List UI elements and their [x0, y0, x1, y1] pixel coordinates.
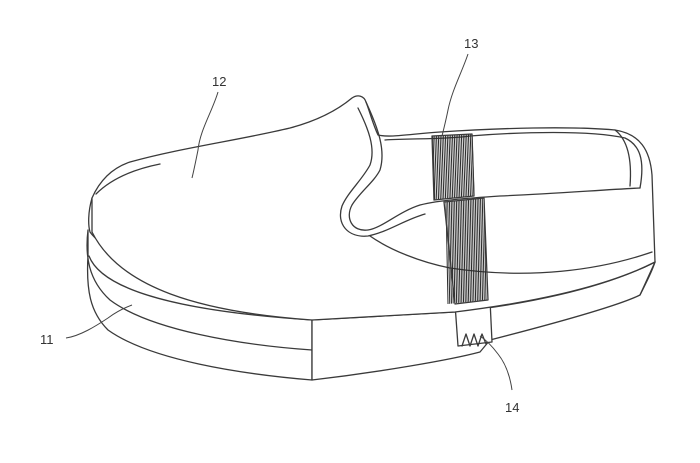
connector-zigzag	[461, 333, 487, 347]
sole-heel-end	[639, 261, 656, 296]
band-stripe	[441, 135, 445, 200]
band-stripe	[448, 135, 452, 199]
band-stripe	[481, 198, 485, 301]
leader-line-13	[441, 53, 469, 137]
band-stripe	[457, 134, 461, 198]
band-stripe	[454, 201, 458, 304]
leader-line-14	[479, 335, 513, 391]
band-stripe	[462, 134, 466, 197]
upper-toe-seam	[95, 163, 161, 195]
band-stripe	[467, 134, 471, 197]
band-stripe	[448, 201, 452, 304]
band-stripe	[432, 135, 436, 201]
band-stripe	[455, 200, 459, 303]
band-stripe	[455, 134, 459, 198]
band-stripe	[452, 134, 455, 199]
upper-body	[91, 95, 656, 321]
upper-collar-opening	[348, 101, 641, 231]
band-stripe	[452, 201, 456, 304]
upper-lining	[384, 131, 643, 189]
upper-heel-counter	[614, 129, 632, 187]
band-stripe	[453, 134, 457, 198]
leader-line-11	[65, 304, 133, 339]
band-stripe	[443, 135, 447, 199]
elastic-band-outline-lower	[443, 197, 489, 305]
label-13: 13	[464, 36, 478, 51]
band-stripe	[462, 200, 466, 303]
band-stripe	[439, 135, 443, 200]
label-11: 11	[40, 332, 54, 347]
band-stripe	[478, 198, 482, 301]
band-stripe	[476, 198, 480, 301]
band-stripe	[464, 134, 468, 197]
band-stripe	[469, 134, 473, 197]
leader-line-12	[191, 91, 219, 179]
band-stripe	[480, 198, 484, 301]
band-stripe	[444, 135, 448, 199]
band-stripe	[446, 135, 450, 199]
band-stripe	[460, 134, 464, 198]
band-stripe	[466, 199, 470, 302]
elastic-band-upper	[432, 133, 475, 201]
label-12: 12	[212, 74, 226, 89]
band-stripe	[450, 135, 454, 199]
band-stripe	[474, 198, 478, 301]
band-stripe	[457, 200, 461, 303]
label-14: 14	[505, 400, 519, 415]
band-stripe	[467, 199, 471, 302]
band-stripe	[436, 135, 440, 200]
band-stripe	[464, 199, 468, 303]
band-stripe	[461, 200, 465, 303]
elastic-band-outline-upper	[431, 133, 475, 201]
band-stripe	[434, 135, 438, 200]
upper-collar-inner	[339, 107, 426, 237]
band-stripe	[437, 135, 441, 200]
band-stripe	[473, 199, 477, 302]
band-stripe	[471, 199, 475, 302]
sole-stripe	[88, 255, 313, 321]
elastic-band-lower	[445, 197, 487, 305]
band-stripe	[447, 201, 451, 304]
band-stripe	[459, 200, 463, 303]
band-stripe	[459, 134, 463, 198]
band-stripe	[469, 199, 473, 302]
band-stripe	[466, 134, 470, 197]
